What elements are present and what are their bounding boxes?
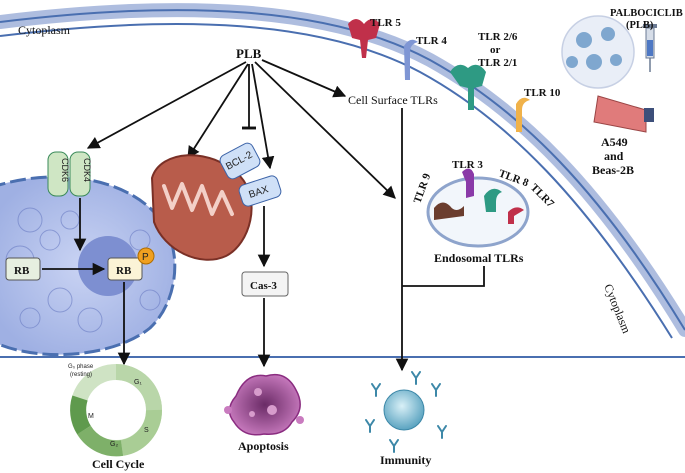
tlr26-label: TLR 2/6 bbox=[478, 31, 518, 43]
arrow-plb-to-cdk bbox=[86, 61, 247, 149]
m-label: M bbox=[88, 413, 94, 420]
mitochondria-icon bbox=[150, 154, 253, 261]
cells-line2: and bbox=[604, 149, 624, 163]
cdk6-box: CDK6 bbox=[47, 151, 70, 197]
arrow-plb-to-bax bbox=[251, 63, 275, 170]
cell-surface-tlrs-label: Cell Surface TLRs bbox=[348, 93, 438, 107]
palbociclib-label: PALBOCICLIB bbox=[610, 8, 683, 19]
tlr5-receptor-icon bbox=[348, 19, 380, 58]
bax-box: BAX bbox=[238, 175, 282, 207]
arrow-plb-to-mitochondria bbox=[187, 63, 249, 160]
tlr2-receptor-icon bbox=[450, 64, 486, 110]
cas3-box: Cas-3 bbox=[241, 271, 289, 297]
tlr7-label: TLR7 bbox=[528, 182, 557, 211]
s-label: S bbox=[144, 427, 149, 434]
cell-membrane bbox=[0, 3, 685, 339]
g2-label: G₂ bbox=[110, 441, 118, 448]
plb-dish-icon bbox=[561, 15, 635, 89]
rb-label: RB bbox=[14, 265, 30, 277]
plb-label: PLB bbox=[236, 46, 262, 61]
resting-label: (resting) bbox=[70, 372, 92, 378]
culture-flask-icon bbox=[593, 95, 654, 133]
cell-cycle-label: Cell Cycle bbox=[92, 457, 145, 471]
tlr7-receptor-icon bbox=[508, 207, 524, 224]
tlr10-label: TLR 10 bbox=[524, 87, 561, 99]
tlr9-receptor-icon bbox=[434, 202, 464, 220]
arrow-plb-to-endosome bbox=[254, 61, 396, 199]
cytoplasm-top-label: Cytoplasm bbox=[18, 23, 71, 37]
rb-p-label: RB bbox=[116, 265, 132, 277]
tlr5-label: TLR 5 bbox=[370, 17, 401, 29]
tlr3-receptor-icon bbox=[462, 168, 474, 198]
tlr10-receptor-icon bbox=[516, 97, 530, 132]
tlr4-receptor-icon bbox=[404, 39, 418, 80]
cytoplasm-right-label: Cytoplasm bbox=[601, 282, 634, 336]
arrow-plb-to-surface-tlrs bbox=[261, 59, 347, 98]
cdk4-label: CDK4 bbox=[82, 158, 92, 182]
tlr4-label: TLR 4 bbox=[416, 35, 447, 47]
cdk6-label: CDK6 bbox=[60, 158, 70, 182]
cdk4-box: CDK4 bbox=[69, 151, 92, 197]
apoptosis-label: Apoptosis bbox=[238, 439, 289, 453]
tlr-or-label: or bbox=[490, 44, 501, 56]
rb-box: RB bbox=[5, 257, 41, 281]
cas3-label: Cas-3 bbox=[250, 280, 277, 292]
g1-label: G₁ bbox=[134, 379, 142, 386]
apoptosis-cell-icon bbox=[224, 373, 304, 436]
phospho-label: P bbox=[142, 252, 149, 263]
syringe-icon bbox=[643, 24, 657, 72]
immunity-arrows bbox=[395, 108, 485, 372]
rb-phospho-box: RB P bbox=[107, 247, 155, 281]
palbociclib-abbrev: (PLB) bbox=[626, 20, 654, 31]
immunity-label: Immunity bbox=[380, 453, 431, 467]
cell-cycle-icon: G₁ S G₂ M G₀ phase (resting) bbox=[68, 364, 163, 457]
tlr21-label: TLR 2/1 bbox=[478, 57, 517, 69]
tlr3-label: TLR 3 bbox=[452, 159, 483, 171]
endosomal-tlrs-label: Endosomal TLRs bbox=[434, 251, 524, 265]
cells-line3: Beas-2B bbox=[592, 163, 634, 177]
bcl2-box: BCL-2 bbox=[219, 142, 261, 180]
tlr8-receptor-icon bbox=[484, 188, 502, 212]
plb-arrows bbox=[86, 59, 396, 199]
g0-label: G₀ phase bbox=[68, 364, 94, 370]
immune-cell-icon bbox=[365, 371, 447, 453]
cells-line1: A549 bbox=[601, 135, 628, 149]
endosome bbox=[426, 176, 530, 248]
